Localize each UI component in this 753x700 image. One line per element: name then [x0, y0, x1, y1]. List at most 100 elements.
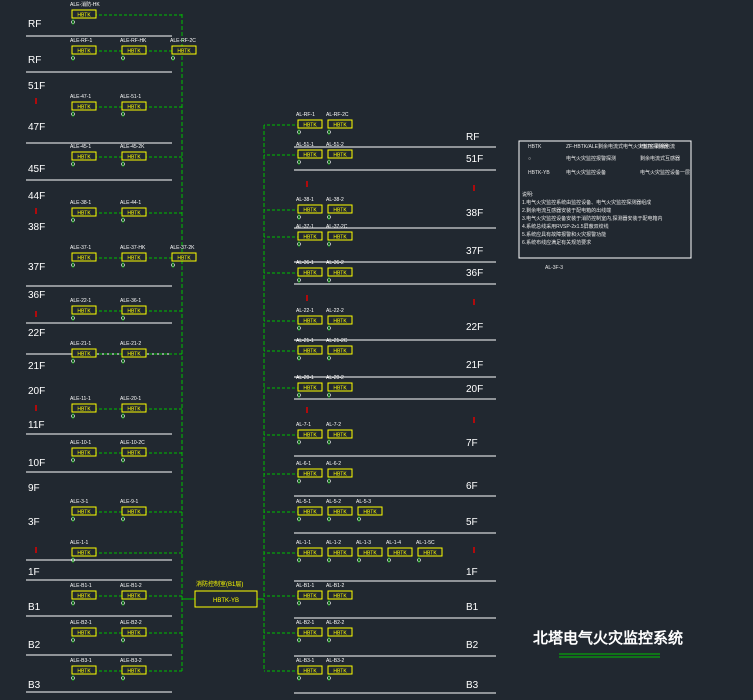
module-box	[327, 382, 353, 392]
module-tag: ALE-B1-2	[120, 583, 142, 589]
module-tag: AL-B1-1	[296, 583, 315, 589]
module-code: HBTK	[127, 155, 141, 161]
controller[interactable]: 消防控制室(B1层) HBTK-YB	[194, 580, 258, 608]
legend-note-line: 2.剩余电流互感器安装于配电箱的出线端	[522, 207, 611, 214]
right-module-groups: AL-RF-1HBTKAL-RF-2CHBTKAL-51-1HBTKAL-51-…	[264, 112, 443, 681]
module-box	[71, 665, 97, 675]
module-code: HBTK	[77, 407, 91, 413]
floor-label-left: 38F	[28, 222, 45, 233]
module-tag: AL-36-1	[296, 260, 314, 266]
module-tag: ALE-1-1	[70, 540, 89, 546]
module-code: HBTK	[393, 551, 407, 557]
module-code: HBTK	[127, 49, 141, 55]
module-tag: AL-5-1	[296, 499, 311, 505]
module-code: HBTK	[303, 208, 317, 214]
module-code: HBTK	[333, 271, 347, 277]
legend-note-line: 4.系统总线采用RVSP-2x1.5屏蔽双绞线	[522, 223, 609, 230]
module-tag: AL-38-2	[326, 197, 344, 203]
module-box	[297, 590, 323, 600]
module-box	[297, 627, 323, 637]
module-code: HBTK	[177, 49, 191, 55]
module-box	[121, 101, 147, 111]
module-code: HBTK	[127, 631, 141, 637]
module-tag: AL-6-1	[296, 461, 311, 467]
module-code: HBTK	[333, 386, 347, 392]
module-box	[71, 447, 97, 457]
module-code: HBTK	[303, 510, 317, 516]
module-code: HBTK	[127, 211, 141, 217]
module-box	[327, 204, 353, 214]
module-box	[121, 348, 147, 358]
